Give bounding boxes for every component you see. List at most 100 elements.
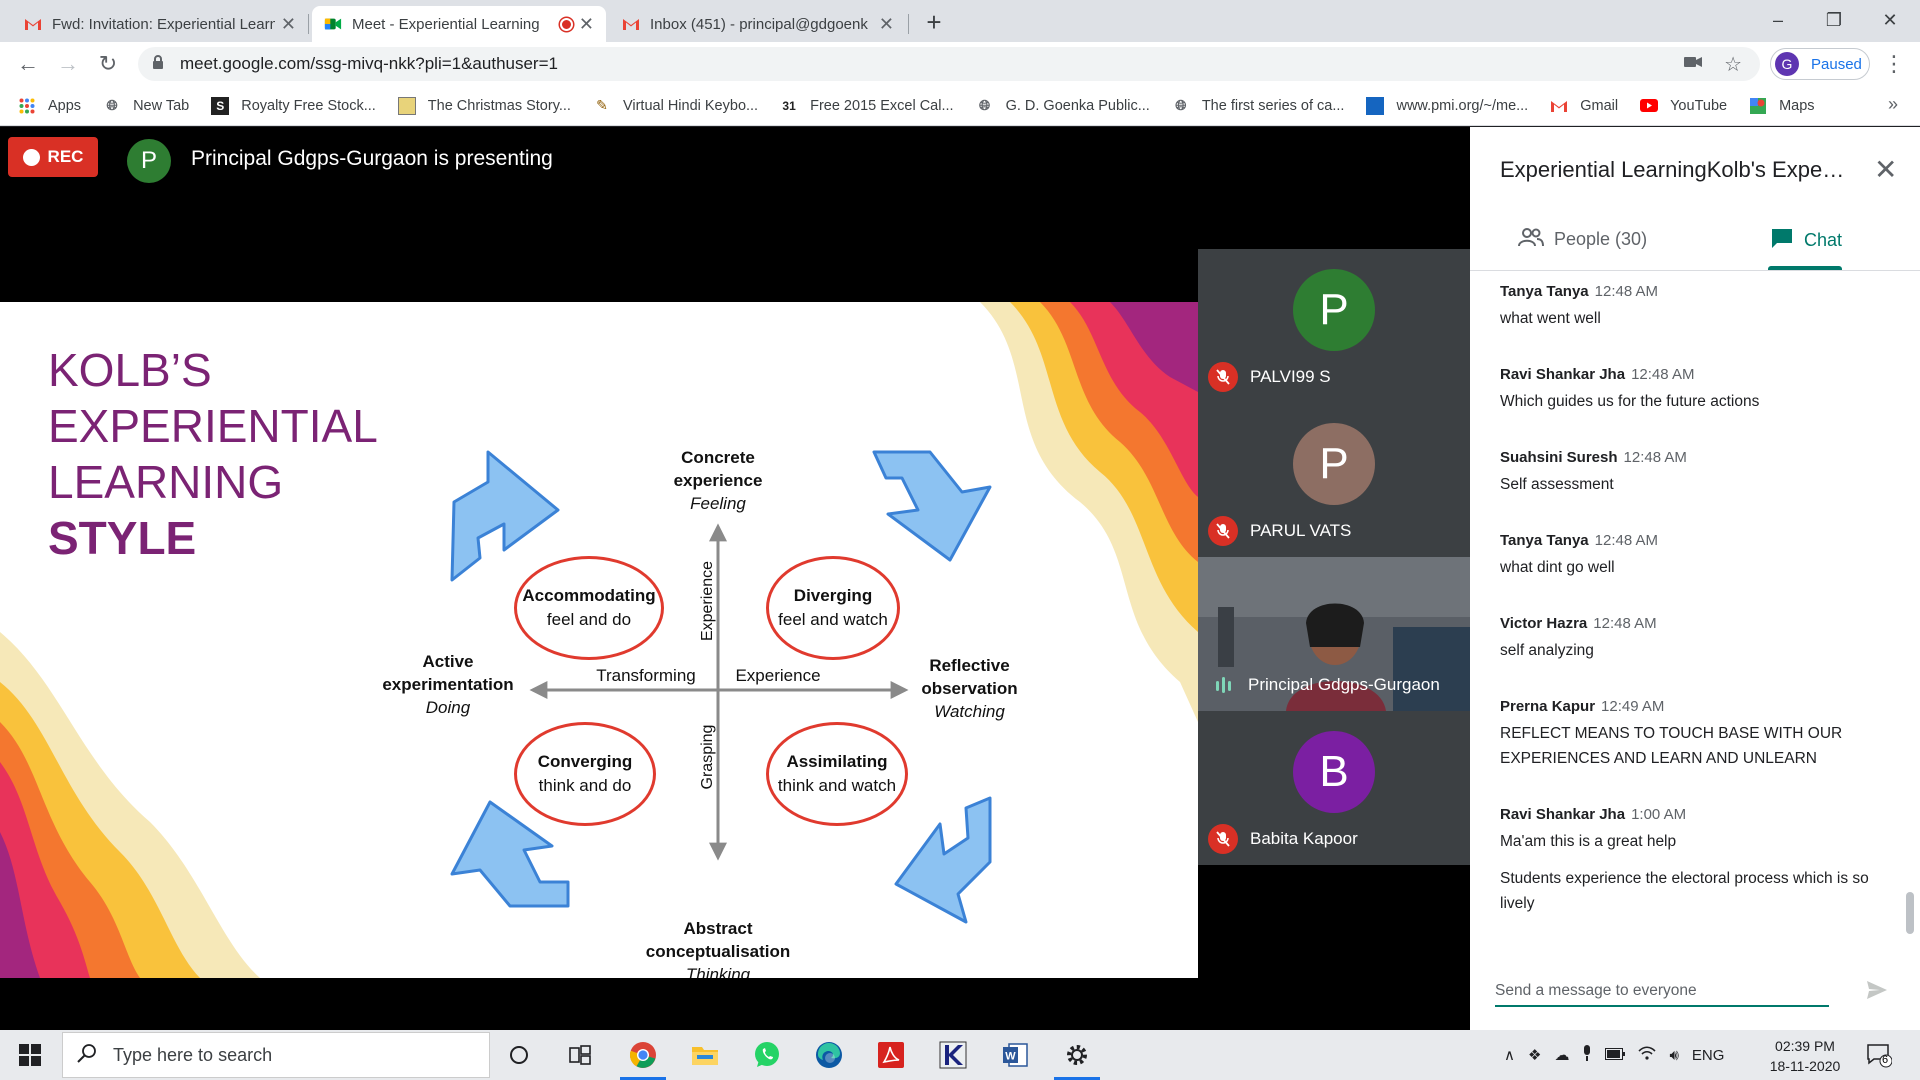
participant-name: Principal Gdgps-Gurgaon — [1248, 675, 1440, 694]
message-time: 12:48 AM — [1594, 283, 1659, 300]
tab-chat-label: Chat — [1804, 230, 1843, 250]
label-sub: Doing — [425, 698, 471, 717]
tab-chat[interactable]: Chat — [1770, 227, 1842, 254]
message-sender: Prerna Kapur — [1500, 698, 1596, 715]
shutterstock-icon: S — [211, 96, 230, 115]
mic-off-icon — [1208, 362, 1238, 392]
restore-button[interactable]: ❐ — [1825, 9, 1843, 30]
close-icon[interactable]: ✕ — [280, 13, 296, 34]
tab-people[interactable]: People (30) — [1518, 227, 1647, 252]
minimize-button[interactable]: – — [1772, 9, 1783, 30]
bookmark-maps[interactable]: Maps — [1749, 97, 1815, 115]
meet-icon — [324, 15, 342, 33]
slide-title-line: KOLB’S — [48, 344, 212, 396]
battery-icon[interactable] — [1605, 1047, 1626, 1064]
record-dot-icon — [22, 148, 40, 166]
search-placeholder: Type here to search — [113, 1044, 273, 1065]
avatar: P — [1293, 423, 1375, 505]
language-indicator[interactable]: ENG — [1691, 1046, 1725, 1064]
dropbox-icon[interactable]: ❖ — [1527, 1047, 1542, 1064]
tab-gmail-inbox[interactable]: Inbox (451) - principal@gdgoenk ✕ — [610, 6, 906, 42]
participant-tile[interactable]: P PARUL VATS — [1198, 403, 1470, 557]
bookmark-hindi-keyboard[interactable]: ✎ Virtual Hindi Keybo... — [593, 97, 758, 115]
profile-status: Paused — [1811, 55, 1862, 73]
bookmark-christmas-story[interactable]: The Christmas Story... — [397, 96, 571, 115]
globe-icon: 🌐︎ — [1175, 97, 1187, 113]
message-sender: Ravi Shankar Jha — [1500, 366, 1626, 383]
label-active-experimentation: Active experimentation Doing — [368, 650, 528, 719]
edge-icon[interactable] — [802, 1030, 856, 1080]
svg-text:W: W — [1005, 1051, 1016, 1063]
task-view-icon[interactable] — [553, 1030, 607, 1080]
close-icon[interactable]: ✕ — [1874, 154, 1898, 185]
bookmark-first-series[interactable]: 🌐︎ The first series of ca... — [1172, 97, 1345, 115]
browser-toolbar: ← → ↻ meet.google.com/ssg-mivq-nkk?pli=1… — [0, 42, 1920, 86]
send-icon[interactable] — [1862, 975, 1892, 1005]
address-bar[interactable]: meet.google.com/ssg-mivq-nkk?pli=1&authu… — [138, 47, 1760, 81]
meet-stage: REC P Principal Gdgps-Gurgaon is present… — [0, 127, 1470, 1030]
bookmark-gd-goenka[interactable]: 🌐︎ G. D. Goenka Public... — [976, 97, 1150, 115]
cycle-arrow-top-left — [450, 450, 560, 582]
label-sub: Thinking — [685, 965, 751, 978]
onedrive-icon[interactable]: ☁︎ — [1554, 1047, 1570, 1064]
oval-diverging: Diverging feel and watch — [766, 556, 900, 660]
bookmark-apps[interactable]: Apps — [18, 97, 81, 115]
bookmark-royalty-free[interactable]: S Royalty Free Stock... — [211, 96, 376, 115]
slide-title-bold: STYLE — [48, 512, 197, 564]
lock-icon — [152, 54, 164, 74]
cortana-icon[interactable] — [492, 1030, 546, 1080]
acrobat-icon[interactable] — [864, 1030, 918, 1080]
participant-tile[interactable]: P PALVI99 S — [1198, 249, 1470, 403]
settings-icon[interactable] — [1050, 1030, 1104, 1080]
bookmark-gmail[interactable]: Gmail — [1550, 97, 1618, 115]
kolbri-icon[interactable] — [926, 1030, 980, 1080]
rec-label: REC — [47, 147, 84, 166]
wifi-icon[interactable] — [1638, 1046, 1657, 1064]
close-icon[interactable]: ✕ — [878, 13, 894, 34]
url-text: meet.google.com/ssg-mivq-nkk?pli=1&authu… — [180, 54, 558, 73]
profile-button[interactable]: G Paused — [1770, 48, 1870, 80]
slide-background-art — [0, 302, 1198, 978]
back-button[interactable]: ← — [17, 51, 39, 76]
participant-video-tile[interactable]: Principal Gdgps-Gurgaon — [1198, 557, 1470, 711]
axis-label-experience-vertical: Experience — [699, 560, 716, 642]
chat-message-input[interactable] — [1495, 977, 1829, 1005]
volume-icon[interactable]: 🔊︎ — [1669, 1046, 1679, 1064]
chat-input-wrapper — [1495, 977, 1829, 1007]
close-window-button[interactable]: ✕ — [1882, 9, 1898, 30]
system-clock[interactable]: 02:39 PM 18-11-2020 — [1760, 1036, 1850, 1076]
people-icon — [1518, 227, 1544, 252]
tab-meet[interactable]: Meet - Experiential Learning ✕ — [312, 6, 606, 42]
style-name: Assimilating — [786, 752, 888, 771]
forward-button[interactable]: → — [57, 51, 79, 76]
bookmark-pmi[interactable]: www.pmi.org/~/me... — [1366, 96, 1528, 115]
bookmark-youtube[interactable]: YouTube — [1640, 97, 1727, 115]
bookmark-excel-calendar[interactable]: 31 Free 2015 Excel Cal... — [780, 97, 953, 115]
chat-scrollbar[interactable] — [1906, 892, 1914, 934]
bookmark-star-icon[interactable]: ☆ — [1724, 53, 1742, 76]
camera-icon[interactable] — [1684, 55, 1703, 73]
bookmark-new-tab[interactable]: 🌐︎ New Tab — [103, 97, 189, 115]
style-desc: think and do — [538, 776, 632, 795]
chat-icon — [1770, 227, 1794, 254]
label-line: Active — [422, 652, 474, 671]
chrome-icon[interactable] — [616, 1030, 670, 1080]
chevron-up-icon[interactable]: ∧ — [1504, 1047, 1515, 1064]
whatsapp-icon[interactable] — [740, 1030, 794, 1080]
file-explorer-icon[interactable] — [678, 1030, 732, 1080]
microphone-icon[interactable] — [1582, 1045, 1592, 1065]
bookmark-label: The first series of ca... — [1201, 97, 1345, 114]
close-icon[interactable]: ✕ — [578, 13, 594, 34]
taskbar-search[interactable]: Type here to search — [62, 1032, 490, 1078]
more-menu-icon[interactable]: ⋮ — [1883, 51, 1905, 76]
notifications-icon[interactable]: 6 — [1866, 1042, 1893, 1068]
participant-tile[interactable]: B Babita Kapoor — [1198, 711, 1470, 865]
word-icon[interactable]: W — [988, 1030, 1042, 1080]
message-text: Students experience the electoral proces… — [1500, 870, 1869, 912]
tab-gmail-invitation[interactable]: Fwd: Invitation: Experiential Learn ✕ — [12, 6, 308, 42]
new-tab-button[interactable]: + — [926, 6, 942, 37]
bookmarks-overflow-icon[interactable]: » — [1887, 94, 1898, 114]
reload-button[interactable]: ↻ — [98, 51, 118, 76]
windows-start-icon[interactable] — [12, 1040, 48, 1070]
